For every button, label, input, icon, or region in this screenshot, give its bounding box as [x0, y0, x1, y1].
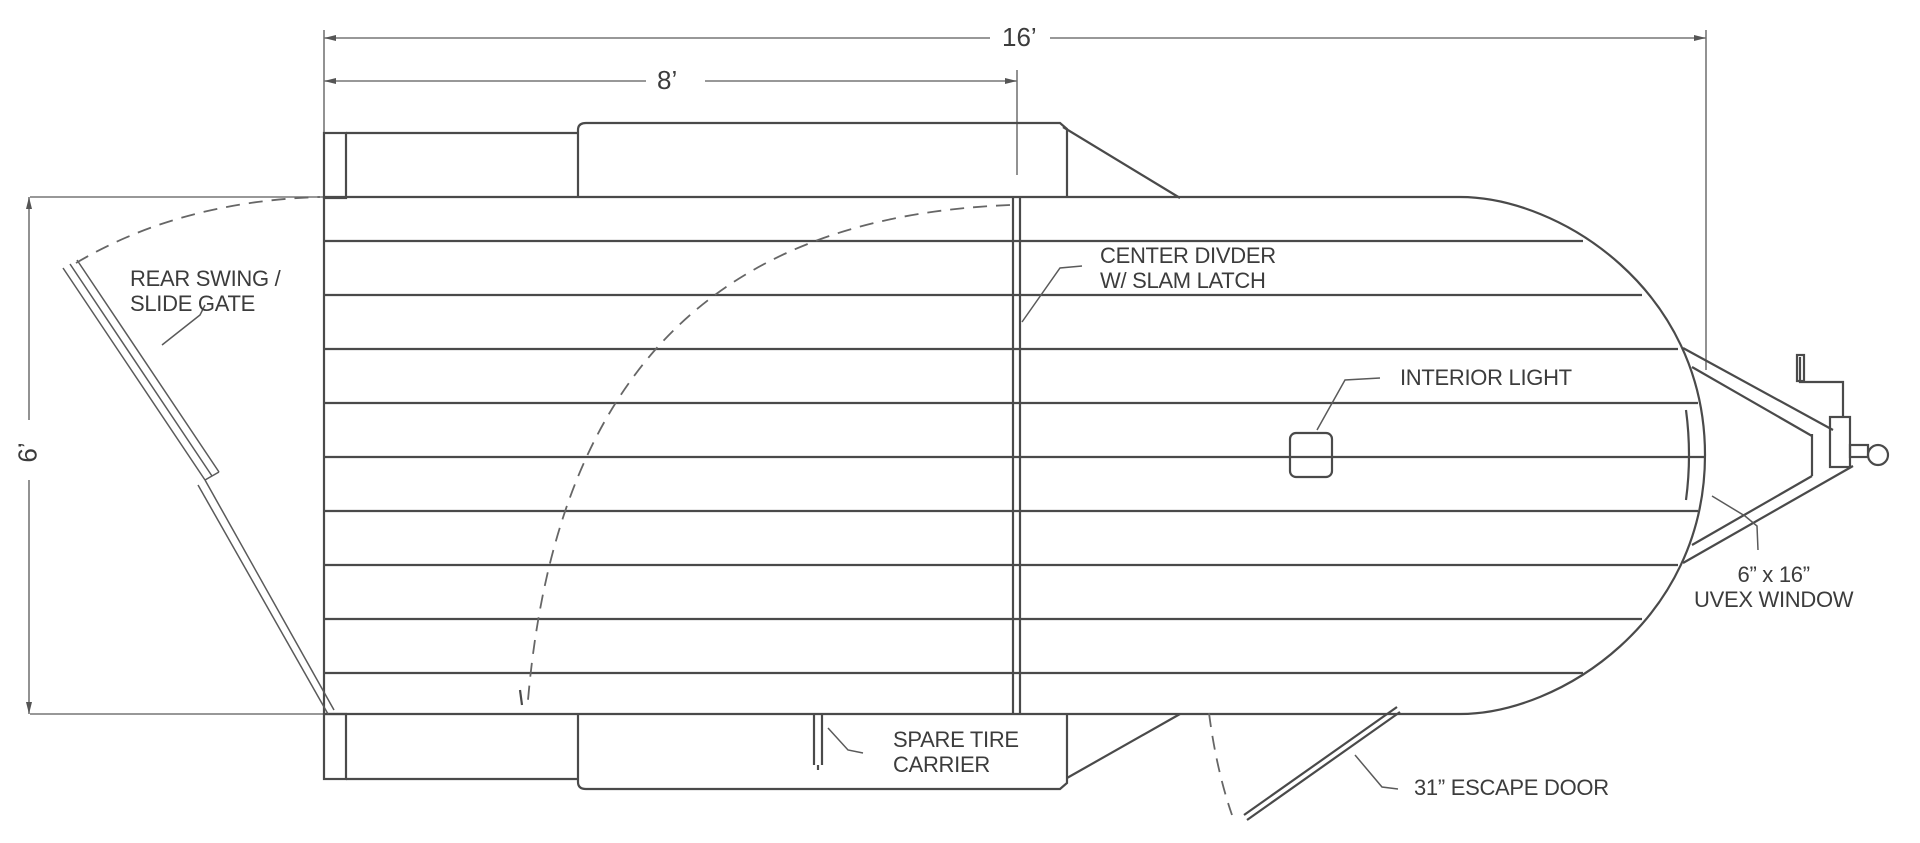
dimension-6ft [26, 196, 324, 715]
divider-swing-arc [527, 204, 1011, 701]
spare-tire-leader [827, 727, 864, 754]
escape-door-swing [1208, 712, 1233, 816]
bottom-fender [322, 712, 1181, 791]
center-divider-label-line2: W/ SLAM LATCH [1100, 268, 1266, 293]
rear-gate-label-line2: SLIDE GATE [130, 291, 255, 316]
center-divider [1011, 197, 1022, 714]
spare-tire-label-line2: CARRIER [893, 752, 990, 777]
center-divider-label-line1: CENTER DIVDER [1100, 243, 1276, 268]
rear-gate-leader [161, 304, 206, 346]
interior-light-leader [1316, 377, 1381, 431]
spare-tire-label: SPARE TIRE CARRIER [893, 727, 1019, 777]
trailer-body [322, 195, 1707, 716]
rear-gate [62, 259, 335, 715]
divider-arc-arrow [518, 689, 524, 706]
center-divider-leader [1021, 265, 1083, 323]
window-leader [1711, 495, 1759, 551]
escape-door-leader [1354, 754, 1399, 790]
window-label: 6” x 16” UVEX WINDOW [1694, 562, 1854, 612]
window-label-line1: 6” x 16” [1737, 562, 1810, 587]
dimension-6ft-label: 6’ [12, 436, 44, 469]
rear-gate-swing-arc [75, 196, 321, 264]
top-fender [322, 121, 1181, 200]
dimension-16ft-label: 16’ [996, 22, 1043, 53]
rear-gate-label: REAR SWING / SLIDE GATE [130, 266, 281, 316]
dimension-8ft-label: 8’ [651, 65, 684, 96]
interior-light-fixture [1288, 431, 1334, 479]
center-divider-label: CENTER DIVDER W/ SLAM LATCH [1100, 243, 1276, 293]
rear-gate-label-line1: REAR SWING / [130, 266, 281, 291]
window-label-line2: UVEX WINDOW [1694, 587, 1854, 612]
floor-planks [324, 239, 1705, 675]
spare-tire-label-line1: SPARE TIRE [893, 727, 1019, 752]
spare-tire-carrier [812, 714, 824, 770]
escape-door [1243, 706, 1401, 821]
interior-light-label: INTERIOR LIGHT [1400, 365, 1572, 390]
escape-door-label: 31” ESCAPE DOOR [1414, 775, 1609, 800]
trailer-tongue [1682, 347, 1890, 564]
